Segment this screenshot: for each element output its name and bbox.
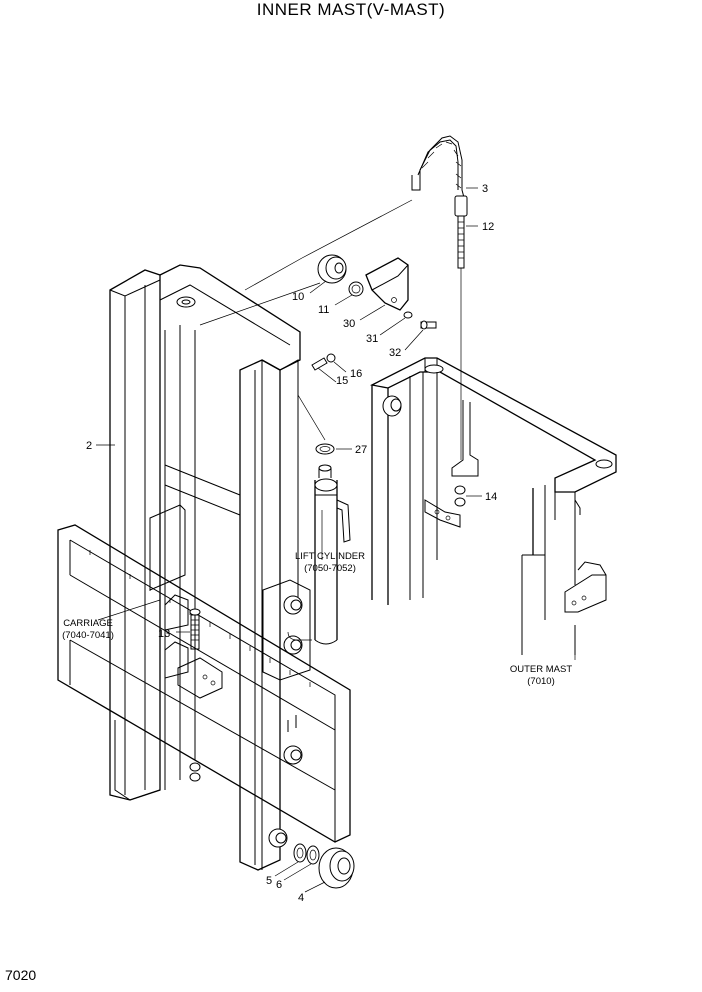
callout-31: 31 — [366, 333, 378, 345]
outer-mast-drawing — [370, 357, 617, 655]
callout-numbers: 2 3 12 10 11 30 31 32 15 16 27 14 13 5 6… — [86, 183, 497, 904]
carriage-drawing — [57, 524, 351, 843]
page-number: 7020 — [5, 967, 37, 983]
callout-30: 30 — [343, 318, 355, 330]
callout-32: 32 — [389, 347, 401, 359]
leader-lines — [96, 187, 576, 893]
callout-11: 11 — [318, 304, 329, 316]
outer-mast-label: OUTER MAST — [510, 664, 572, 675]
nut-14-drawing — [454, 485, 466, 507]
callout-10: 10 — [292, 291, 304, 303]
roller-shim-drawing — [293, 843, 355, 889]
outer-mast-ref: (7010) — [527, 676, 554, 687]
callout-4: 4 — [298, 892, 304, 904]
stopper-drawing — [297, 353, 336, 455]
lift-cylinder-label: LIFT CYLINDER — [295, 551, 365, 562]
lift-cylinder-drawing — [287, 464, 351, 645]
bolt-drawing — [189, 608, 201, 782]
assembly-labels: LIFT CYLINDER (7050-7052) CARRIAGE (7040… — [62, 551, 572, 687]
callout-13: 13 — [158, 628, 170, 640]
callout-3: 3 — [482, 183, 488, 195]
sheave-assembly-drawing — [199, 199, 437, 330]
callout-16: 16 — [350, 368, 362, 380]
callout-2: 2 — [86, 440, 92, 452]
carriage-ref: (7040-7041) — [62, 630, 114, 641]
chain-drawing — [411, 135, 468, 460]
page-title: INNER MAST(V-MAST) — [256, 0, 446, 19]
callout-5: 5 — [266, 875, 272, 887]
callout-27: 27 — [355, 444, 367, 456]
callout-12: 12 — [482, 221, 494, 233]
inner-mast-drawing — [109, 264, 311, 871]
lift-cylinder-ref: (7050-7052) — [304, 563, 356, 574]
callout-6: 6 — [276, 879, 282, 891]
callout-15: 15 — [336, 375, 348, 387]
carriage-label: CARRIAGE — [63, 618, 113, 629]
callout-14: 14 — [485, 491, 497, 503]
